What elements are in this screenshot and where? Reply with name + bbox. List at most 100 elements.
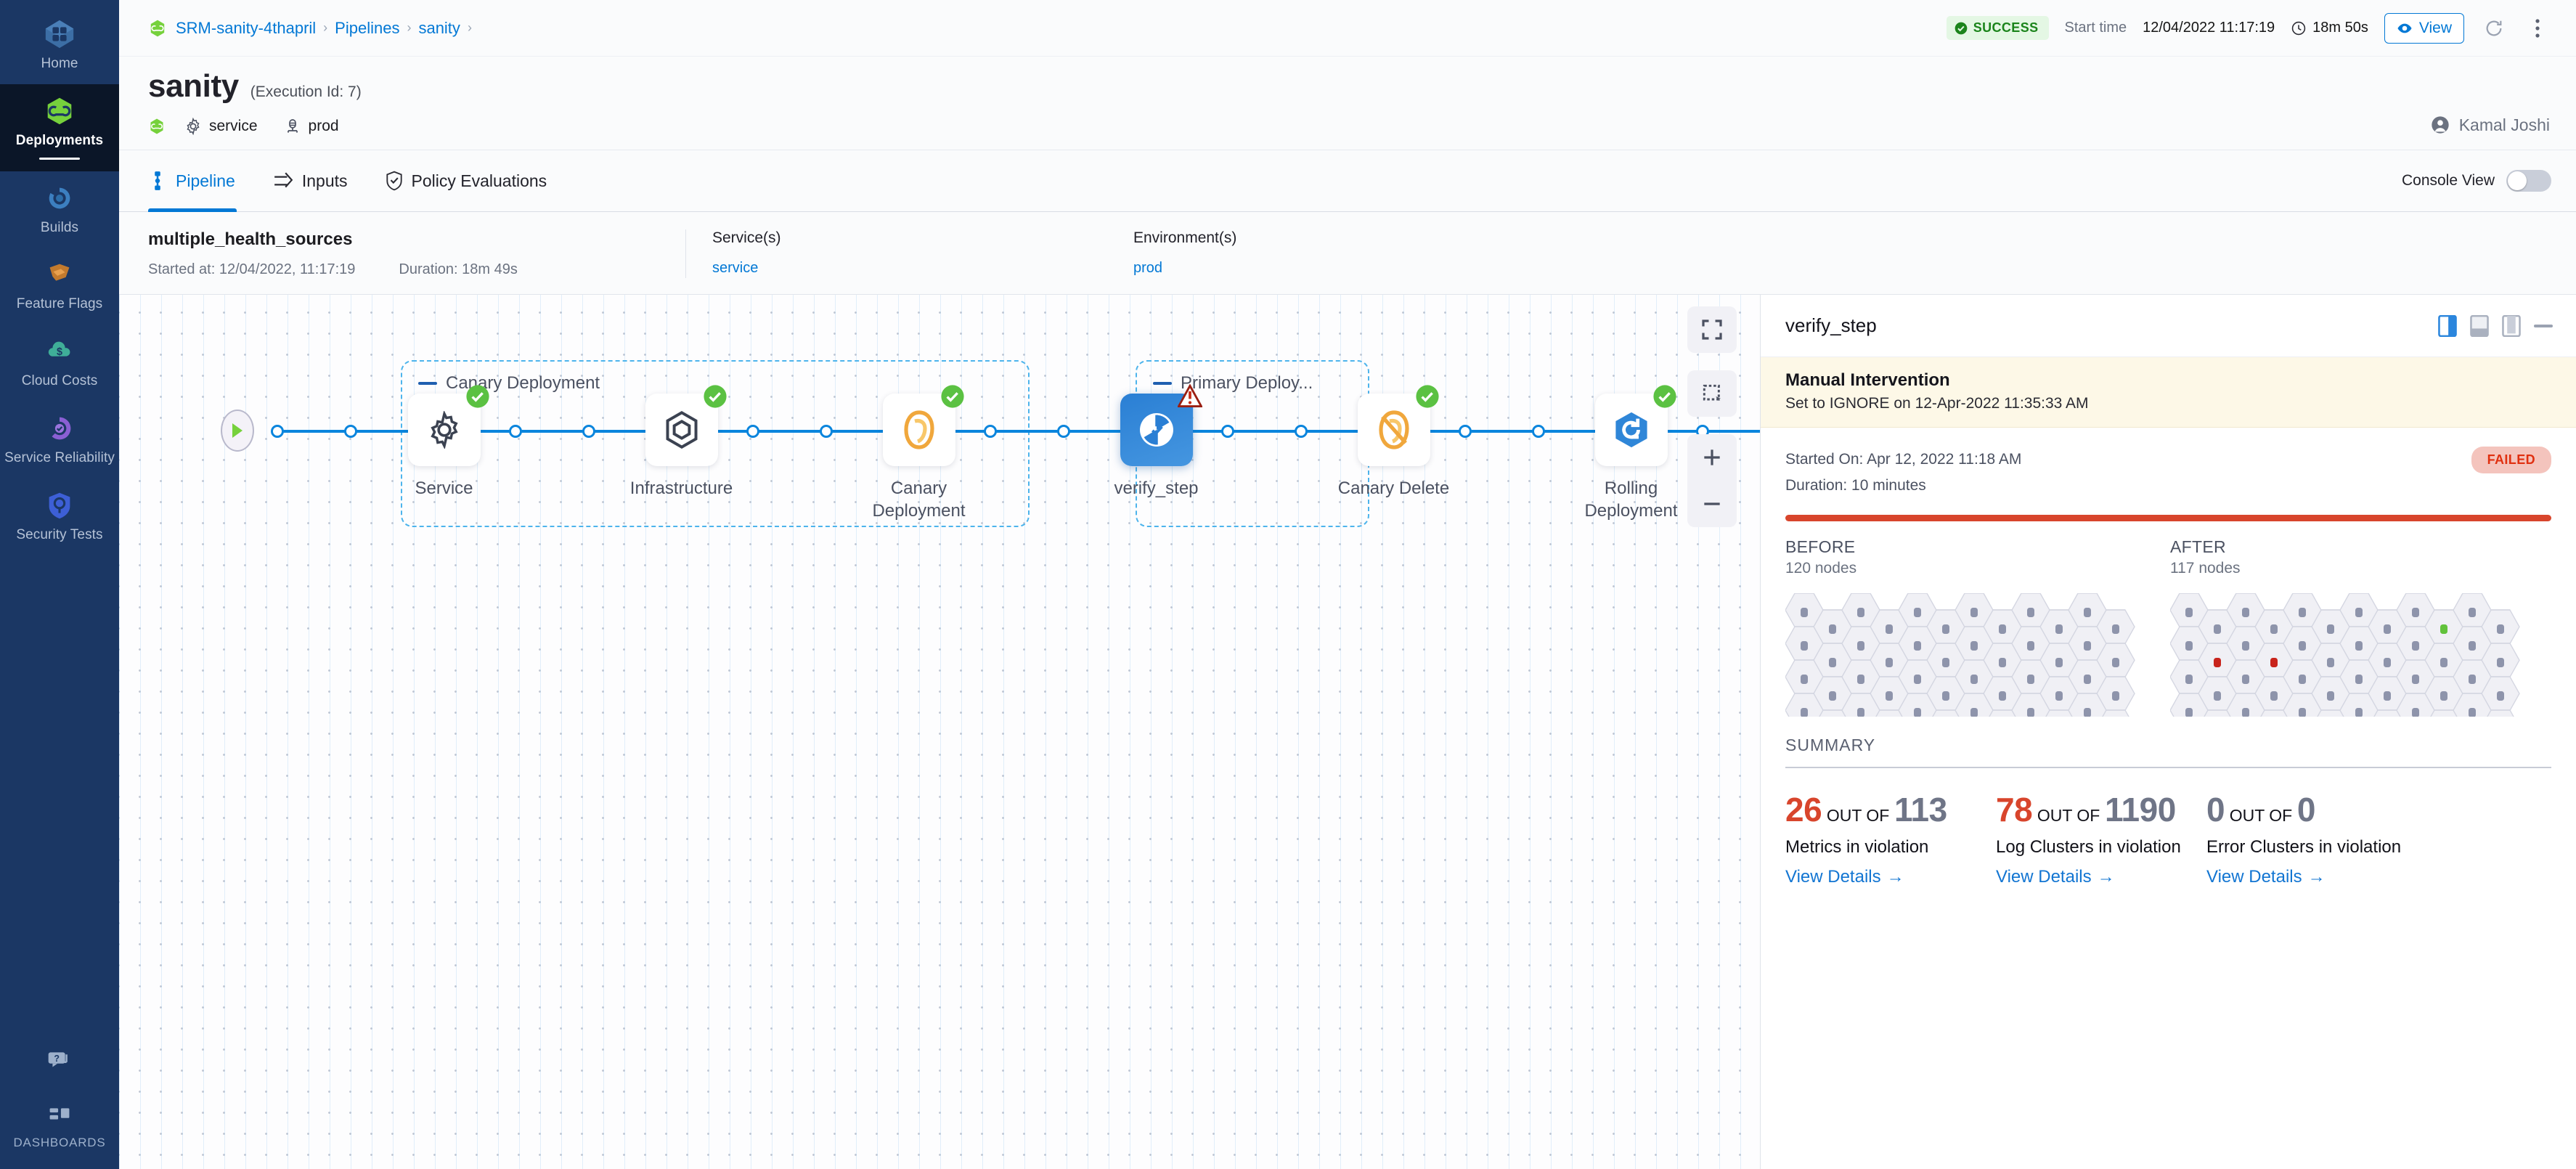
sidebar-item-service-reliability[interactable]: Service Reliability xyxy=(0,402,119,478)
sidebar-item-label: Deployments xyxy=(15,132,104,148)
zoom-out-button[interactable] xyxy=(1687,481,1737,527)
graph-node-rolling-deployment[interactable]: Rolling Deployment xyxy=(1568,385,1695,522)
graph-port xyxy=(1295,425,1308,438)
divider xyxy=(685,229,686,278)
sidebar-item-label: Home xyxy=(41,56,78,71)
meta-environment[interactable]: prod xyxy=(284,118,339,135)
deployments-icon xyxy=(47,97,72,125)
graph-node-canary-delete[interactable]: Canary Delete xyxy=(1330,385,1457,500)
select-area-button[interactable] xyxy=(1687,370,1737,417)
breadcrumb-separator: › xyxy=(407,20,412,35)
kebab-menu-icon xyxy=(2535,18,2540,38)
select-area-pane xyxy=(1687,370,1737,417)
before-node-hexgrid xyxy=(1785,593,2170,717)
graph-port xyxy=(1459,425,1472,438)
node-box[interactable] xyxy=(1594,385,1676,466)
arrow-right-icon: → xyxy=(2307,866,2326,887)
node-box[interactable] xyxy=(645,385,727,466)
meta-service[interactable]: service xyxy=(184,118,258,135)
graph-node-canary-deployment[interactable]: Canary Deployment xyxy=(855,385,982,522)
minimize-icon[interactable] xyxy=(2534,324,2553,327)
breadcrumb-item-project[interactable]: SRM-sanity-4thapril xyxy=(176,18,317,37)
shield-check-icon xyxy=(386,171,402,191)
graph-node-verify-step[interactable]: verify_step xyxy=(1093,384,1220,500)
execution-id: (Execution Id: 7) xyxy=(250,84,362,100)
success-check-badge-icon xyxy=(940,385,964,408)
collapse-dash-icon[interactable] xyxy=(418,382,437,385)
metric-outof-label: OUT OF xyxy=(1826,806,1890,826)
services-value[interactable]: service xyxy=(712,260,759,276)
sidebar-item-home[interactable]: Home xyxy=(0,7,119,84)
layout-full-panel-icon[interactable] xyxy=(2502,314,2521,337)
sidebar-item-dashboards[interactable]: DASHBOARDS xyxy=(0,1087,119,1169)
metric-value: 78 xyxy=(1996,791,2033,829)
zoom-pane xyxy=(1687,434,1737,527)
home-icon xyxy=(45,20,74,49)
metric-headline: 78 OUT OF 1190 xyxy=(1996,787,2206,833)
view-details-link[interactable]: View Details → xyxy=(2206,867,2326,887)
sidebar-item-label: Cloud Costs xyxy=(21,373,98,389)
graph-port xyxy=(1057,425,1070,438)
tab-label: Policy Evaluations xyxy=(411,171,547,190)
node-box[interactable] xyxy=(1357,385,1439,466)
after-node-hexgrid xyxy=(2170,593,2555,717)
metric-outof-label: OUT OF xyxy=(2037,806,2100,826)
after-node-count: 117 nodes xyxy=(2170,560,2241,577)
view-details-link[interactable]: View Details → xyxy=(1996,867,2115,887)
before-title: BEFORE xyxy=(1785,537,1856,557)
node-box[interactable] xyxy=(1120,384,1202,466)
metric-value: 26 xyxy=(1785,791,1822,829)
group-title: Primary Deploy... xyxy=(1153,373,1313,394)
step-details-body: Started On: Apr 12, 2022 11:18 AM Durati… xyxy=(1761,428,2576,1169)
success-check-badge-icon xyxy=(703,385,727,408)
graph-port xyxy=(1532,425,1545,438)
warning-triangle-badge-icon xyxy=(1177,384,1202,408)
environments-value[interactable]: prod xyxy=(1133,260,1163,276)
node-box[interactable] xyxy=(882,385,964,466)
inputs-icon xyxy=(274,172,293,188)
sidebar-item-security-tests[interactable]: Security Tests xyxy=(0,478,119,555)
console-view-toggle[interactable] xyxy=(2506,170,2551,192)
view-details-label: View Details xyxy=(2206,866,2302,887)
pipeline-graph-canvas[interactable]: Canary Deployment Primary Deploy... xyxy=(119,295,1760,1169)
sidebar-help-button[interactable]: ? xyxy=(0,1032,119,1087)
pipeline-icon xyxy=(155,171,160,190)
graph-port xyxy=(984,425,997,438)
console-view-control: Console View xyxy=(2402,170,2551,192)
status-badge-label: SUCCESS xyxy=(1973,20,2039,35)
breadcrumb-item-pipelines[interactable]: Pipelines xyxy=(335,18,400,37)
user-badge[interactable]: Kamal Joshi xyxy=(2430,115,2550,135)
more-options-button[interactable] xyxy=(2524,15,2551,42)
refresh-button[interactable] xyxy=(2480,15,2508,42)
primary-sidebar: Home Deployments Builds Feature Flags xyxy=(0,0,119,1169)
graph-port xyxy=(746,425,759,438)
tab-pipeline[interactable]: Pipeline xyxy=(148,150,254,212)
graph-port xyxy=(820,425,833,438)
graph-node-service[interactable]: Service xyxy=(380,385,508,500)
layout-bottom-panel-icon[interactable] xyxy=(2470,314,2489,337)
tab-policy-evaluations[interactable]: Policy Evaluations xyxy=(367,150,566,212)
infrastructure-icon xyxy=(666,411,697,449)
execution-summary-left: multiple_health_sources Started at: 12/0… xyxy=(148,229,685,278)
layout-right-panel-icon[interactable] xyxy=(2438,314,2457,337)
view-button[interactable]: View xyxy=(2384,12,2464,44)
security-tests-icon xyxy=(49,492,70,518)
gear-icon xyxy=(187,118,200,135)
summary-metrics: 26 OUT OF 113 Metrics in violation View … xyxy=(1785,787,2551,887)
view-details-link[interactable]: View Details → xyxy=(1785,867,1904,887)
step-details-header: verify_step xyxy=(1761,295,2576,357)
sidebar-item-deployments[interactable]: Deployments xyxy=(0,84,119,171)
sidebar-item-feature-flags[interactable]: Feature Flags xyxy=(0,248,119,325)
graph-node-infrastructure[interactable]: Infrastructure xyxy=(618,385,745,500)
collapse-dash-icon[interactable] xyxy=(1153,382,1172,385)
zoom-in-button[interactable] xyxy=(1687,434,1737,481)
sidebar-item-cloud-costs[interactable]: $ Cloud Costs xyxy=(0,325,119,402)
graph-start-node[interactable] xyxy=(221,410,254,452)
tab-inputs[interactable]: Inputs xyxy=(254,150,367,212)
sidebar-item-builds[interactable]: Builds xyxy=(0,171,119,248)
node-box[interactable] xyxy=(407,385,489,466)
fit-to-screen-button[interactable] xyxy=(1687,306,1737,353)
metric-card-log-clusters: 78 OUT OF 1190 Log Clusters in violation… xyxy=(1996,787,2206,887)
failure-progress-bar xyxy=(1785,515,2551,522)
breadcrumb-item-pipeline[interactable]: sanity xyxy=(418,18,460,37)
